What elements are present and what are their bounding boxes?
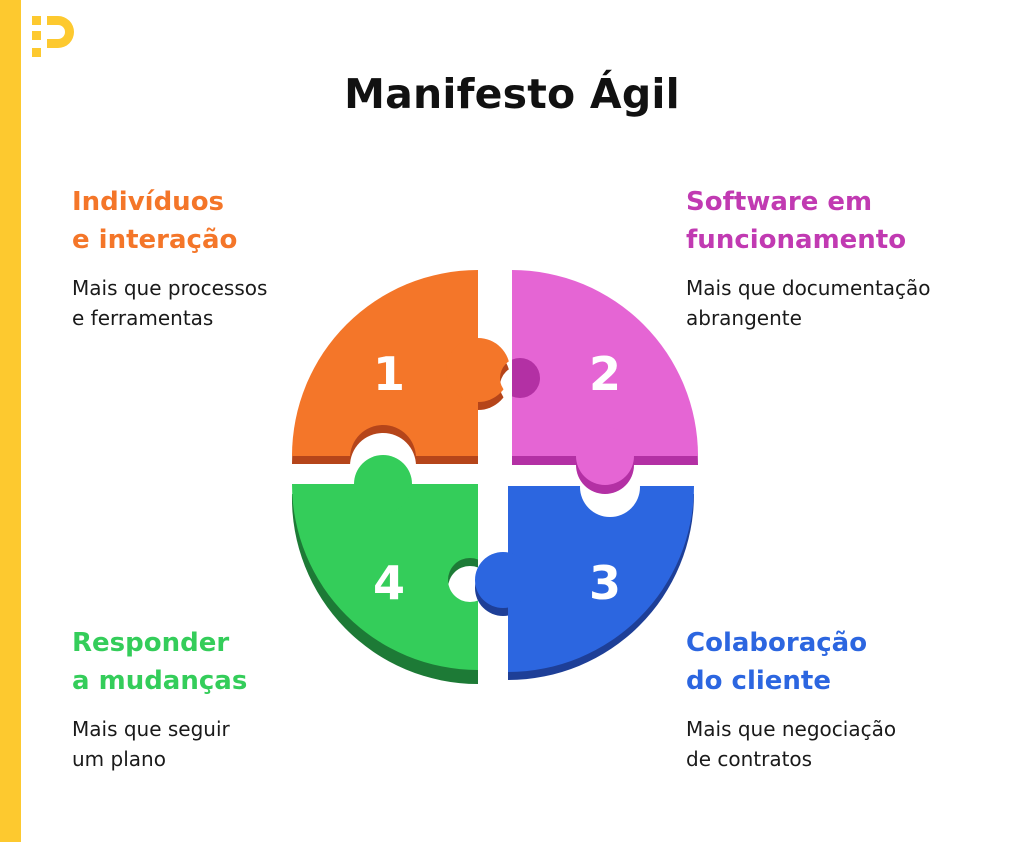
value-block-1: Indivíduos e interação Mais que processo…: [72, 183, 372, 333]
value-description-2: Mais que documentação abrangente: [686, 276, 931, 330]
value-heading-4: Responder a mudanças: [72, 628, 248, 696]
value-block-4: Responder a mudanças Mais que seguir um …: [72, 624, 372, 774]
piece-number-4: 4: [373, 556, 405, 610]
puzzle-piece-1: 1: [292, 270, 510, 464]
puzzle-piece-3: 3: [475, 486, 694, 680]
page-title: Manifesto Ágil: [344, 70, 680, 118]
piece-number-3: 3: [589, 556, 621, 610]
value-description-1: Mais que processos e ferramentas: [72, 276, 268, 330]
value-description-4: Mais que seguir um plano: [72, 717, 230, 771]
brand-side-bar: [0, 0, 21, 842]
value-block-3: Colaboração do cliente Mais que negociaç…: [686, 624, 986, 774]
piece-number-2: 2: [589, 347, 621, 401]
puzzle-circle: 4 3 2: [291, 270, 698, 684]
value-description-3: Mais que negociação de contratos: [686, 717, 897, 771]
value-heading-1: Indivíduos e interação: [72, 187, 238, 255]
value-block-2: Software em funcionamento Mais que docum…: [686, 183, 986, 333]
value-heading-2: Software em funcionamento: [686, 187, 907, 255]
puzzle-piece-4: 4: [291, 455, 478, 684]
puzzle-piece-2: 2: [512, 270, 698, 494]
brand-logo-icon: [32, 16, 74, 57]
piece-number-1: 1: [373, 347, 405, 401]
value-heading-3: Colaboração do cliente: [686, 628, 868, 696]
